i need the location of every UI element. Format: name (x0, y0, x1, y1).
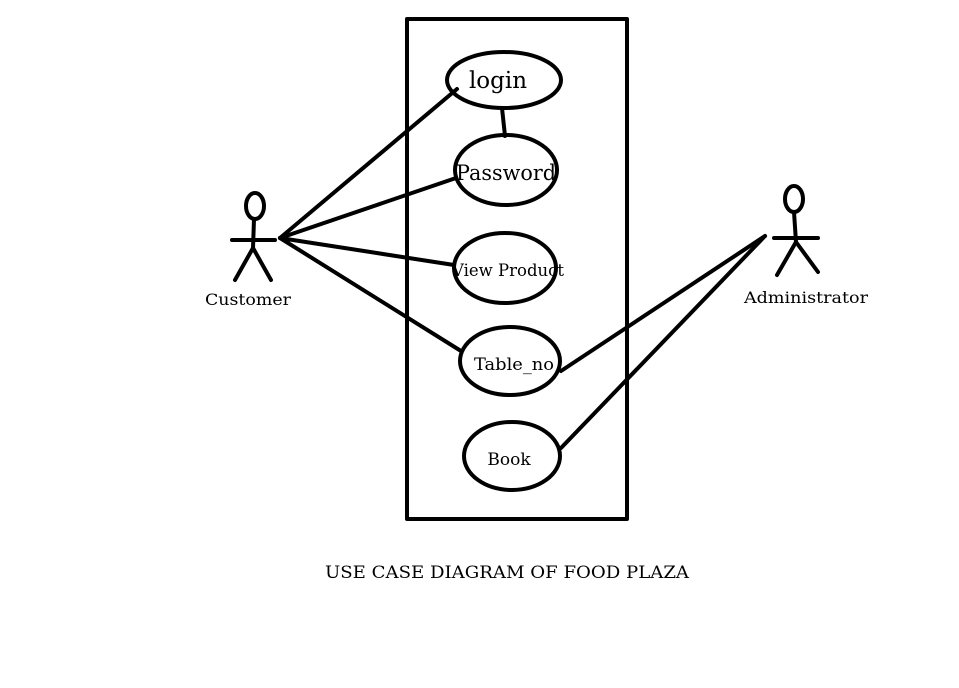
use-case-login-label: login (469, 68, 527, 94)
actor-administrator-label: Administrator (743, 288, 868, 307)
administrator-table-no-line (559, 234, 767, 373)
use-case-book-label: Book (487, 450, 531, 470)
use-case-table-no-label: Table_no (474, 355, 554, 375)
customer-password-line (278, 176, 458, 240)
actor-customer-label: Customer (205, 290, 291, 309)
actor-customer-right-leg (251, 246, 273, 282)
use-case-view-product-ellipse (452, 231, 558, 305)
administrator-book-line (559, 234, 767, 450)
use-case-table-no: Table_no (458, 325, 562, 397)
system-boundary (405, 17, 629, 521)
use-case-view-product-label: View Product (451, 261, 564, 281)
use-case-login: login (445, 50, 563, 110)
actor-administrator-head (783, 184, 805, 214)
use-case-book-ellipse (462, 420, 562, 492)
use-case-table-no-ellipse (458, 325, 562, 397)
actor-administrator-left-leg (775, 240, 798, 277)
use-case-password-label: Password (456, 161, 556, 185)
diagram-title: USE CASE DIAGRAM OF FOOD PLAZA (325, 563, 690, 583)
actor-customer-left-leg (233, 246, 255, 282)
administrator-associations (559, 234, 767, 450)
use-case-password-ellipse (453, 133, 559, 207)
use-case-password: Password (453, 133, 559, 207)
use-case-view-product: View Product (451, 231, 564, 305)
actor-customer: Customer (205, 191, 291, 309)
actor-customer-body (251, 217, 256, 250)
use-case-book: Book (462, 420, 562, 492)
login-password-connector (500, 106, 507, 138)
actor-administrator: Administrator (743, 184, 868, 307)
actor-administrator-right-leg (794, 240, 820, 274)
customer-login-line (278, 87, 459, 240)
customer-view-product-line (278, 236, 456, 267)
customer-associations (278, 87, 463, 353)
actor-customer-head (244, 191, 266, 221)
customer-table-no-line (278, 236, 463, 353)
